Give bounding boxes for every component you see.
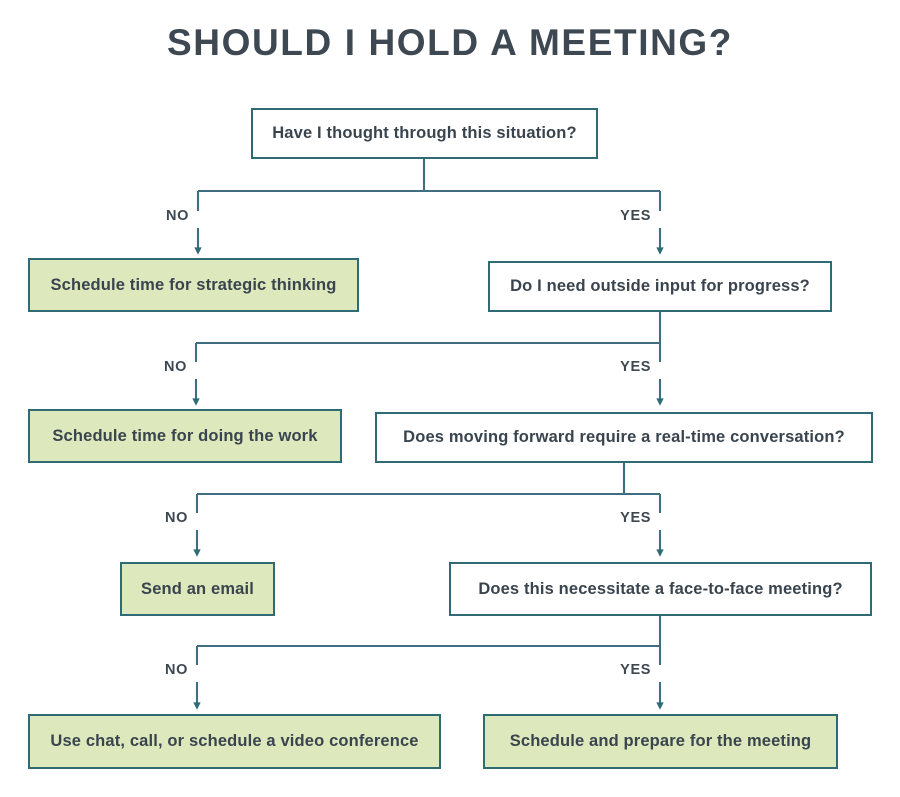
edge-q3-branch bbox=[193, 463, 664, 557]
edge-label-branch4-yes: YES bbox=[620, 662, 651, 678]
terminal-node-use-chat-call-video[interactable]: Use chat, call, or schedule a video conf… bbox=[28, 714, 441, 769]
decision-node-have-i-thought-through[interactable]: Have I thought through this situation? bbox=[251, 108, 598, 159]
edge-label-branch2-yes: YES bbox=[620, 359, 651, 375]
edge-q1-branch bbox=[194, 159, 664, 255]
decision-node-real-time-conversation[interactable]: Does moving forward require a real-time … bbox=[375, 412, 873, 463]
edge-label-branch1-no: NO bbox=[166, 208, 189, 224]
edge-q4-branch bbox=[193, 616, 664, 710]
edge-label-branch4-no: NO bbox=[165, 662, 188, 678]
decision-node-face-to-face-meeting[interactable]: Does this necessitate a face-to-face mee… bbox=[449, 562, 872, 616]
terminal-node-schedule-prepare-meeting[interactable]: Schedule and prepare for the meeting bbox=[483, 714, 838, 769]
terminal-node-send-an-email[interactable]: Send an email bbox=[120, 562, 275, 616]
decision-node-outside-input[interactable]: Do I need outside input for progress? bbox=[488, 261, 832, 312]
edge-label-branch2-no: NO bbox=[164, 359, 187, 375]
terminal-node-schedule-strategic-thinking[interactable]: Schedule time for strategic thinking bbox=[28, 258, 359, 312]
terminal-node-schedule-doing-work[interactable]: Schedule time for doing the work bbox=[28, 409, 342, 463]
edge-q2-branch bbox=[192, 312, 664, 406]
edge-label-branch1-yes: YES bbox=[620, 208, 651, 224]
edge-label-branch3-yes: YES bbox=[620, 510, 651, 526]
page-title: SHOULD I HOLD A MEETING? bbox=[167, 22, 733, 63]
edge-label-branch3-no: NO bbox=[165, 510, 188, 526]
